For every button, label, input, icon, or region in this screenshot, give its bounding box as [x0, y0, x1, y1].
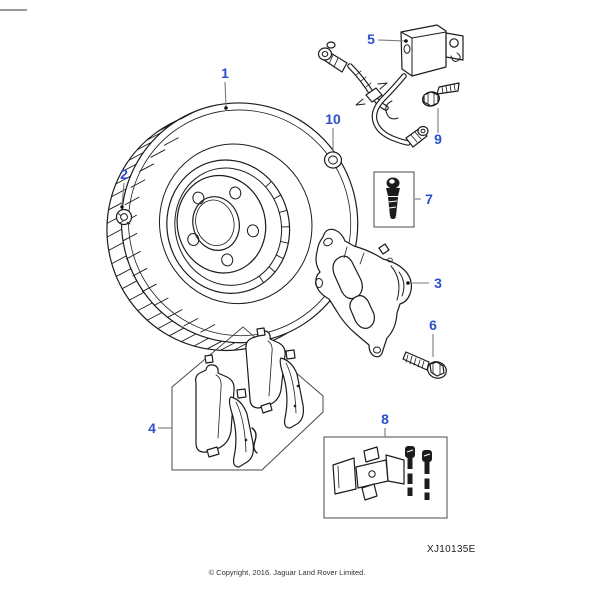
disc-retaining-nut: [115, 208, 133, 226]
wheel-stud-hole: [192, 191, 205, 205]
leader-dot-5: [404, 39, 408, 43]
leader-line-5: [377, 39, 406, 42]
guide-pin: [405, 446, 415, 496]
callout-9[interactable]: 9: [434, 131, 442, 147]
hub-centre-bore: [192, 196, 240, 251]
copyright-text: © Copyright, 2016. Jaguar Land Rover Lim…: [208, 568, 366, 577]
bleed-screw-box: [373, 171, 415, 228]
wheel-stud-hole: [187, 233, 200, 246]
caliper-bolt: [402, 351, 447, 379]
callout-1[interactable]: 1: [221, 65, 229, 81]
hose-clip: [365, 87, 383, 103]
brake-pad-profile-front: [228, 388, 258, 468]
callout-7[interactable]: 7: [425, 191, 433, 207]
wear-indicator-wire: [251, 427, 258, 454]
diagram-code: XJ10135E: [427, 544, 476, 555]
window-artifact: [0, 9, 27, 11]
leader-dot-2: [120, 205, 124, 209]
pad-fitting-kit-box: [323, 436, 448, 519]
brake-disc: [106, 102, 359, 352]
callout-4[interactable]: 4: [148, 420, 156, 436]
sealing-washer: [323, 151, 343, 169]
wheel-stud-hole: [229, 186, 242, 200]
wheel-stud-hole: [246, 224, 259, 238]
brake-pad-outer: [245, 327, 286, 414]
leader-line-1: [224, 81, 227, 108]
leader-dot-3: [406, 281, 410, 285]
callout-5[interactable]: 5: [367, 31, 375, 47]
brake-pad-inner: [195, 354, 235, 458]
callout-8[interactable]: 8: [381, 411, 389, 427]
leader-line-2: [121, 182, 125, 207]
bracket-bolt: [421, 82, 460, 107]
leader-dot-1: [224, 106, 228, 110]
callout-2[interactable]: 2: [120, 166, 128, 182]
brake-hose-assembly: [317, 24, 464, 148]
brake-caliper: [315, 228, 413, 358]
bleed-screw: [386, 177, 400, 219]
brake-pad-kit-box: [171, 326, 324, 471]
bracket-hole: [449, 38, 459, 48]
anti-rattle-spring: [332, 446, 405, 501]
brake-pad-profile-right: [279, 349, 304, 429]
guide-pin: [422, 450, 432, 500]
callout-6[interactable]: 6: [429, 317, 437, 333]
wheel-stud-hole: [221, 253, 234, 267]
callout-10[interactable]: 10: [325, 111, 341, 127]
callout-3[interactable]: 3: [434, 275, 442, 291]
